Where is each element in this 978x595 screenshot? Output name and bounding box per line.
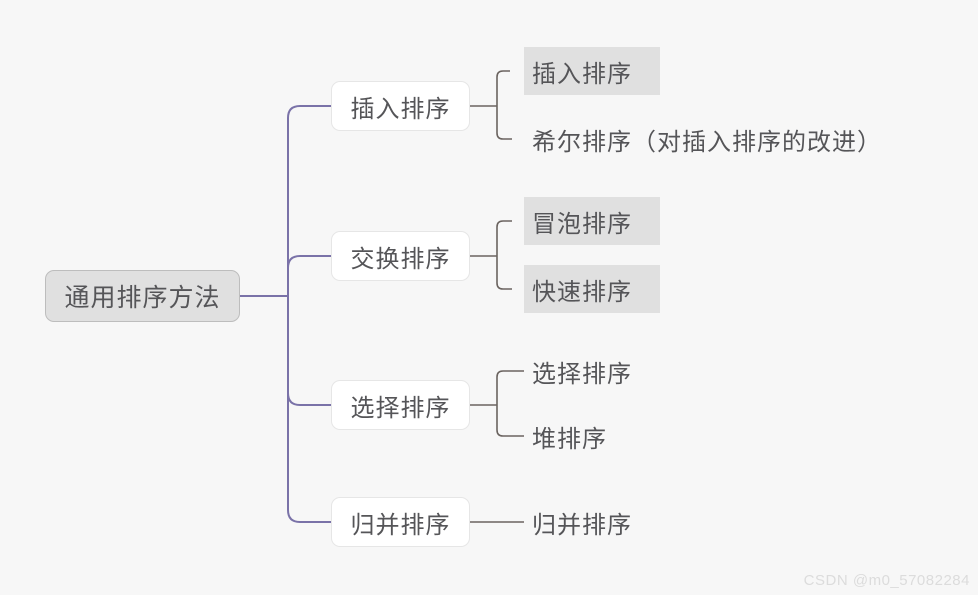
connector-trunk-branch-4 bbox=[287, 509, 331, 523]
leaf-node-label: 插入排序 bbox=[532, 60, 632, 88]
leaf-node-label: 选择排序 bbox=[532, 360, 632, 388]
leaf-node-label: 冒泡排序 bbox=[532, 210, 632, 238]
connector-trunk-branch-1 bbox=[287, 105, 331, 119]
branch-node-merge-sort[interactable]: 归并排序 bbox=[331, 497, 470, 547]
branch-node-selection-sort[interactable]: 选择排序 bbox=[331, 380, 470, 430]
leaf-node-shell-sort[interactable]: 希尔排序（对插入排序的改进） bbox=[524, 117, 890, 161]
watermark: CSDN @m0_57082284 bbox=[803, 572, 970, 589]
leaf-node-label: 堆排序 bbox=[532, 425, 607, 453]
branch-node-label: 插入排序 bbox=[350, 95, 451, 123]
branch-node-label: 交换排序 bbox=[350, 245, 451, 273]
branch-node-exchange-sort[interactable]: 交换排序 bbox=[331, 231, 470, 281]
connector-branch2-bracket bbox=[496, 220, 512, 290]
connector-trunk-branch-3 bbox=[287, 392, 331, 406]
leaf-node-insertion-sort[interactable]: 插入排序 bbox=[524, 47, 660, 95]
connector-branch3-bracket bbox=[496, 370, 524, 437]
connector-branch1-bracket bbox=[496, 70, 512, 140]
leaf-node-merge-sort[interactable]: 归并排序 bbox=[524, 500, 640, 544]
leaf-node-label: 归并排序 bbox=[532, 511, 632, 539]
leaf-node-bubble-sort[interactable]: 冒泡排序 bbox=[524, 197, 660, 245]
leaf-node-selection-sort[interactable]: 选择排序 bbox=[524, 349, 640, 393]
branch-node-insertion-sort[interactable]: 插入排序 bbox=[331, 81, 470, 131]
branch-node-label: 归并排序 bbox=[350, 511, 451, 539]
root-node-label: 通用排序方法 bbox=[64, 284, 221, 312]
leaf-node-label: 希尔排序（对插入排序的改进） bbox=[532, 128, 882, 156]
root-node[interactable]: 通用排序方法 bbox=[45, 270, 240, 322]
leaf-node-heap-sort[interactable]: 堆排序 bbox=[524, 414, 615, 458]
leaf-node-label: 快速排序 bbox=[532, 278, 632, 306]
connector-trunk-branch-2 bbox=[287, 255, 331, 269]
branch-node-label: 选择排序 bbox=[350, 394, 451, 422]
leaf-node-quick-sort[interactable]: 快速排序 bbox=[524, 265, 660, 313]
